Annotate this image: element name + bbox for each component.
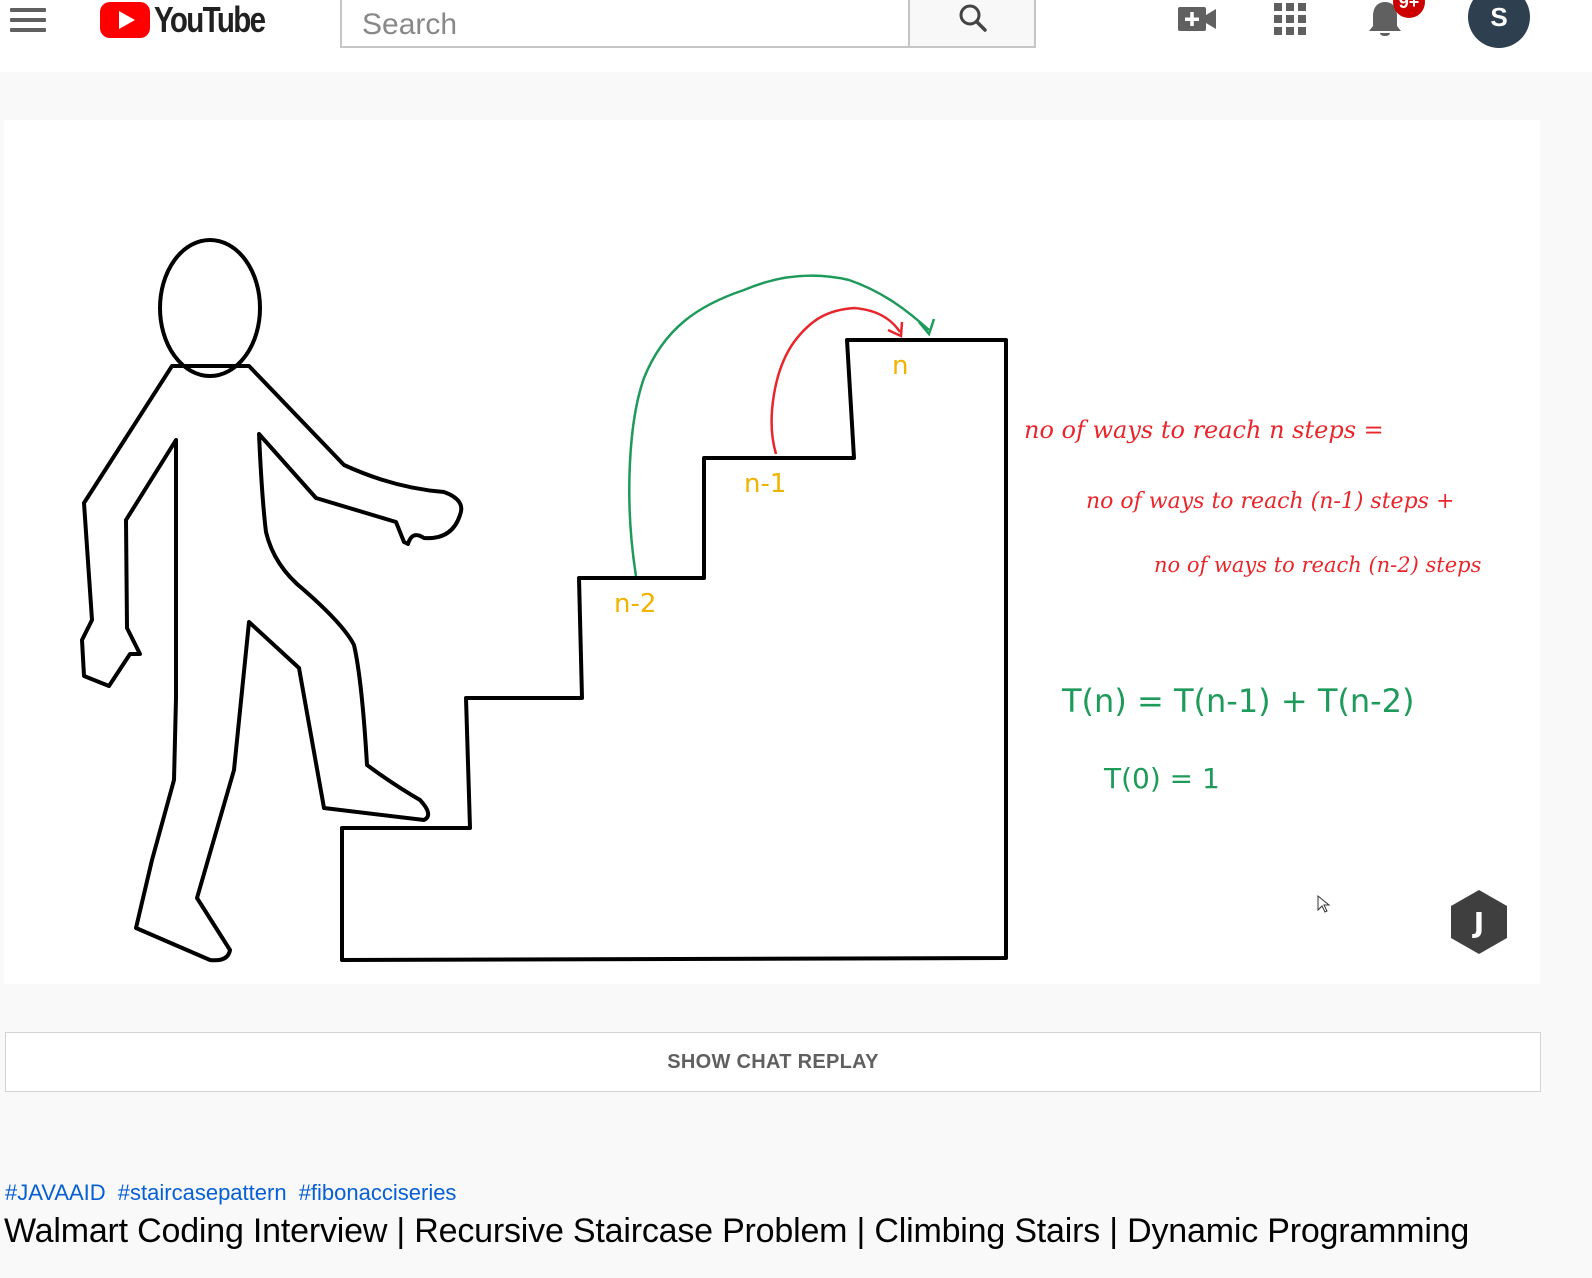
search-input[interactable]: [342, 0, 908, 46]
jump-two-steps-arrow: [628, 274, 930, 577]
channel-watermark[interactable]: J: [1451, 890, 1507, 954]
notification-badge: 9+: [1393, 0, 1425, 18]
notifications-button[interactable]: [1364, 0, 1408, 40]
youtube-logo[interactable]: YouTube: [100, 0, 289, 40]
recurrence-formula: T(n) = T(n-1) + T(n-2): [1061, 682, 1415, 720]
note-line-2: no of ways to reach (n-1) steps +: [1086, 489, 1454, 514]
show-chat-replay-button[interactable]: SHOW CHAT REPLAY: [5, 1032, 1541, 1092]
apps-grid-icon: [1274, 3, 1306, 35]
staircase-outline: [340, 338, 1008, 962]
note-line-1: no of ways to reach n steps =: [1024, 416, 1384, 444]
hashtags: #JAVAAID #staircasepattern #fibonacciser…: [5, 1180, 462, 1206]
masthead: YouTube 9+ S: [0, 0, 1592, 72]
green-arrowhead: [918, 318, 936, 337]
apps-button[interactable]: [1270, 0, 1314, 40]
video-player[interactable]: n n-1 n-2 no of ways to reach n steps = …: [4, 120, 1540, 984]
search-icon: [959, 4, 987, 32]
mouse-cursor-icon: [1317, 894, 1331, 913]
video-frame-drawing: n n-1 n-2 no of ways to reach n steps = …: [80, 238, 1507, 963]
search-button[interactable]: [908, 0, 1036, 48]
create-video-button[interactable]: [1176, 0, 1220, 40]
base-case-formula: T(0) = 1: [1103, 762, 1220, 795]
label-n: n: [892, 351, 908, 381]
jump-one-step-arrow: [770, 306, 902, 455]
video-camera-plus-icon: [1178, 7, 1216, 31]
video-title: Walmart Coding Interview | Recursive Sta…: [4, 1212, 1470, 1250]
logo-text: YouTube: [154, 0, 266, 40]
avatar[interactable]: S: [1468, 0, 1530, 48]
hashtag-link[interactable]: #JAVAAID: [5, 1180, 106, 1205]
hashtag-link[interactable]: #staircasepattern: [117, 1180, 287, 1205]
youtube-play-icon: [100, 2, 150, 38]
note-line-3: no of ways to reach (n-2) steps: [1154, 553, 1482, 577]
bell-icon: [1369, 2, 1401, 36]
hashtag-link[interactable]: #fibonacciseries: [298, 1180, 457, 1205]
stick-figure-drawing: [80, 238, 464, 963]
label-n-minus-2: n-2: [614, 589, 656, 619]
menu-icon[interactable]: [8, 2, 48, 34]
red-arrowhead: [887, 321, 904, 338]
channel-watermark-letter: J: [1472, 906, 1484, 939]
label-n-minus-1: n-1: [744, 469, 786, 499]
search-box[interactable]: [340, 0, 908, 48]
